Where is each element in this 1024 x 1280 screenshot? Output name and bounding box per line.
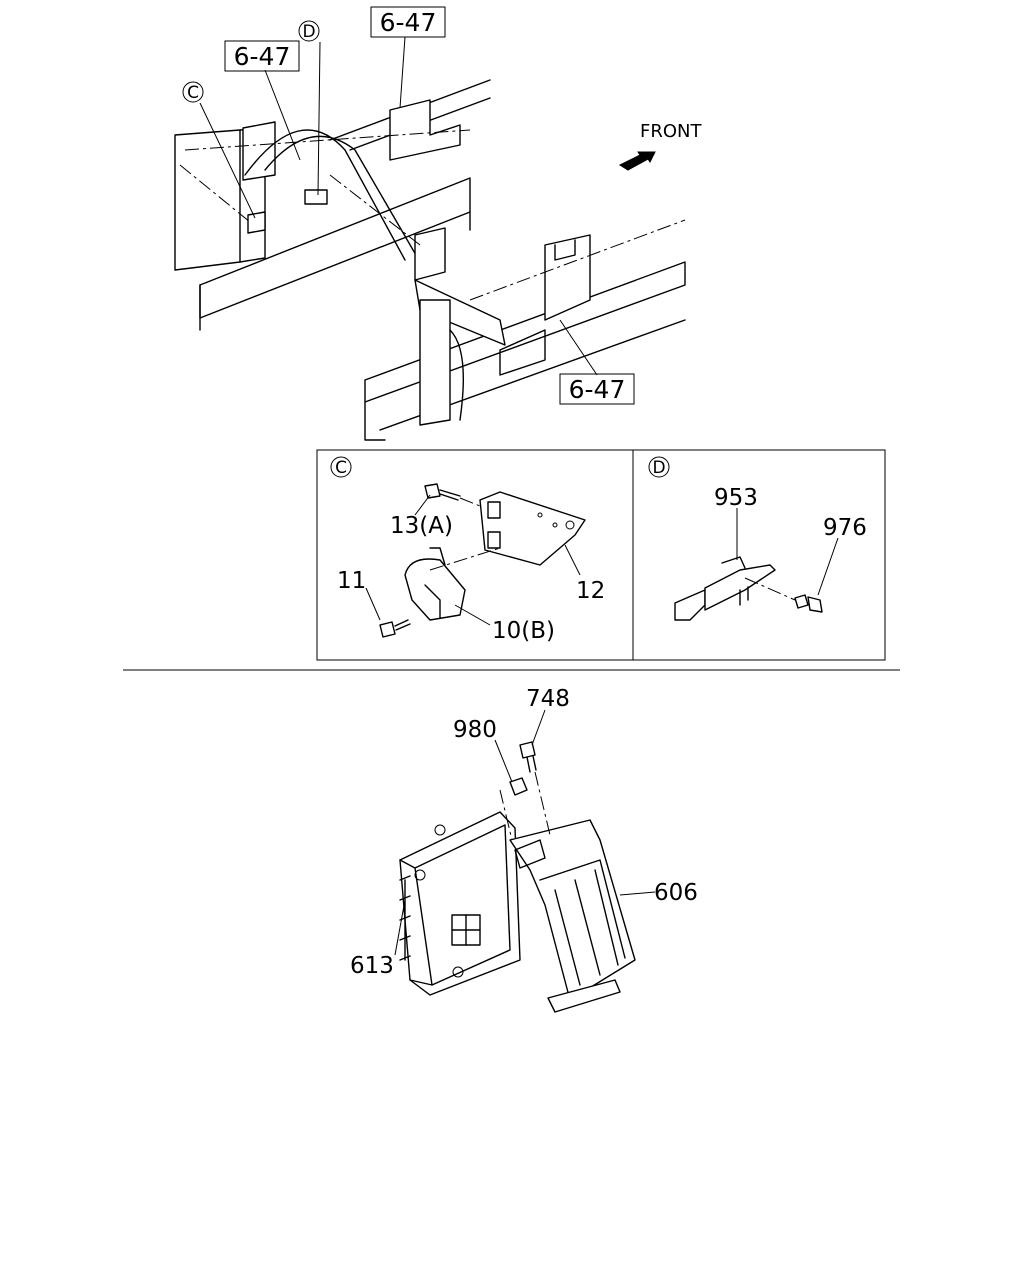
page-ref-box-2: 6-47: [224, 40, 300, 72]
part-606-label: 606: [654, 880, 698, 906]
part-leaders: [365, 494, 839, 956]
part-980-label: 980: [453, 717, 497, 743]
part-13-label: 13(A): [390, 513, 453, 539]
ecu-assembly: [399, 741, 636, 1013]
page-ref-1: 6-47: [380, 8, 437, 37]
front-label: FRONT: [640, 121, 702, 142]
part-labels: 13(A) 11 12 10(B) 953 976 748 980 606 61…: [337, 485, 867, 979]
page-ref-box-1: 6-47: [370, 6, 446, 38]
page-ref-box-3: 6-47: [559, 373, 635, 405]
detail-box-c: C: [316, 449, 634, 661]
part-11-label: 11: [337, 568, 366, 594]
front-arrow: FRONT: [618, 121, 702, 171]
callout-c-label: C: [187, 83, 199, 103]
page-ref-3: 6-47: [569, 375, 626, 404]
part-748-label: 748: [526, 686, 570, 712]
part-12-label: 12: [576, 578, 605, 604]
part-953-label: 953: [714, 485, 758, 511]
detail-d-callout: D: [652, 458, 665, 478]
part-976-label: 976: [823, 515, 867, 541]
detail-box-d: D: [632, 449, 886, 661]
callout-c-top: C: [182, 81, 204, 103]
callout-d-top: D: [298, 20, 320, 42]
part-10-label: 10(B): [492, 618, 555, 644]
detail-c-callout: C: [335, 458, 347, 478]
front-arrow-icon: [618, 151, 656, 171]
frame-assembly: [174, 79, 686, 441]
part-613-label: 613: [350, 953, 394, 979]
callout-d-label: D: [302, 22, 315, 42]
page-ref-2: 6-47: [234, 42, 291, 71]
top-leaders: [199, 36, 598, 376]
